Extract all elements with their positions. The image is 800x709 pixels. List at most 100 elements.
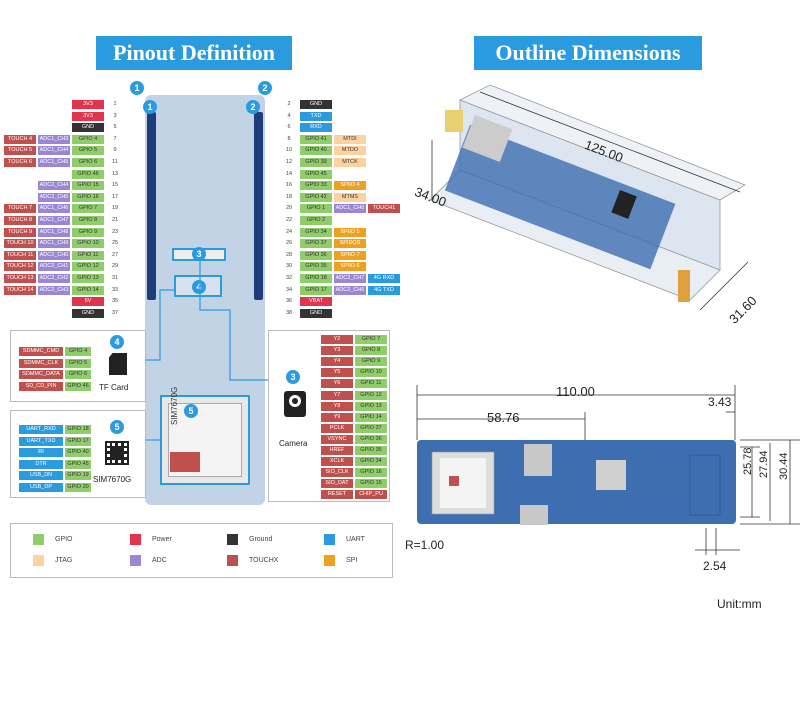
camera-pin-function: PCLK [321, 423, 353, 433]
pin-number: 35 [111, 298, 119, 305]
camera-icon [284, 391, 306, 417]
camera-pin-gpio: GPIO 12 [355, 390, 387, 400]
badge-4-board: 4 [192, 280, 206, 294]
camera-pin-function: RESET [321, 490, 353, 500]
badge-3-camera: 3 [286, 370, 300, 384]
right-pin-label: MTCK [334, 158, 366, 167]
sim-label: SIM7670G [93, 475, 132, 484]
left-pin-label: GPIO 10 [72, 239, 104, 249]
left-pin-label: TOUCH 6 [4, 158, 36, 167]
pin-number: 34 [285, 286, 293, 293]
pinout-title: Pinout Definition [96, 36, 292, 70]
camera-pin-function: Y6 [321, 379, 353, 389]
badge-5-sim: 5 [110, 420, 124, 434]
pin-number: 31 [111, 275, 119, 281]
camera-pin-function: SIO_CLK [321, 468, 353, 478]
right-pin-label: SPIDQS [334, 239, 366, 249]
right-pin-label: SPIIO 7 [334, 250, 366, 260]
left-pin-label: TOUCH 13 [4, 274, 36, 283]
right-pin-label: SPIIO 5 [334, 227, 366, 237]
right-header-pins [254, 112, 263, 300]
pin-number: 25 [111, 240, 119, 247]
badge-2-top: 2 [258, 81, 272, 95]
left-pin-label: TOUCH 8 [4, 216, 36, 225]
left-pin-label: ADC2_CH4 [38, 181, 70, 191]
camera-pin-gpio: GPIO 37 [355, 423, 387, 433]
right-pin-label: GPIO 35 [300, 262, 332, 272]
left-pin-label: GPIO 46 [72, 169, 104, 179]
sim-pin-function: USB_DP [19, 482, 63, 492]
tf-pin-gpio: GPIO 6 [65, 370, 91, 379]
right-pin-label: GPIO 18 [300, 274, 332, 283]
pin-number: 3 [113, 112, 117, 119]
legend-item: Power [130, 534, 172, 545]
legend-item: SPI [324, 555, 357, 566]
left-pin-label: TOUCH 5 [4, 146, 36, 156]
left-pin-label: GPIO 5 [72, 146, 104, 156]
camera-pin-function: Y5 [321, 368, 353, 378]
camera-pin-gpio: GPIO 34 [355, 457, 387, 467]
camera-pin-function: Y7 [321, 390, 353, 400]
left-pin-label: TOUCH 12 [4, 262, 36, 272]
pin-number: 4 [287, 112, 291, 119]
sim-pin-function: RI [19, 448, 63, 457]
camera-pin-function: XCLK [321, 457, 353, 467]
dim-length-125: 125.00 [582, 137, 626, 166]
camera-pin-function: VSYNC [321, 434, 353, 444]
right-pin-label: GPIO 42 [300, 192, 332, 202]
legend-label: JTAG [55, 557, 73, 564]
right-pin-label: VBAT [300, 297, 332, 307]
right-pin-label: GPIO 34 [300, 227, 332, 237]
pin-number: 7 [113, 135, 117, 142]
dim-radius: R=1.00 [405, 538, 445, 552]
dim-height-27-94: 27.94 [758, 450, 770, 478]
left-pin-label: TOUCH 7 [4, 204, 36, 214]
left-pin-label: GPIO 7 [72, 204, 104, 214]
right-pin-label: TXD [300, 111, 332, 121]
left-pin-label: ADC2_CH3 [38, 285, 70, 295]
dim-height-25-78: 25.78 [742, 447, 754, 475]
legend-label: UART [346, 536, 365, 543]
dim-width-110: 110.00 [556, 384, 595, 399]
pin-number: 15 [111, 182, 119, 189]
legend-label: Power [152, 536, 172, 543]
tf-pin-function: SDMMC_CLK [19, 358, 63, 368]
badge-1-top: 1 [130, 81, 144, 95]
sim-pin-gpio: GPIO 45 [65, 459, 91, 469]
left-pin-label: 3V3 [72, 111, 104, 121]
pin-number: 24 [285, 228, 293, 235]
tf-pin-gpio: GPIO 5 [65, 358, 91, 368]
legend-item: GPIO [33, 534, 73, 545]
right-pin-label: GND [300, 308, 332, 318]
legend-label: ADC [152, 557, 167, 564]
sim-pin-function: UART_TXD [19, 436, 63, 446]
pin-number: 1 [113, 101, 117, 107]
pin-number: 26 [285, 240, 293, 247]
right-pin-label: SPIIO 6 [334, 262, 366, 272]
dim-pitch-2-54: 2.54 [703, 559, 727, 573]
right-pin-label: GND [300, 100, 332, 109]
tf-pin-function: SDMMC_CMD [19, 347, 63, 356]
sim-pin-gpio: GPIO 18 [65, 425, 91, 434]
pin-number: 19 [111, 205, 119, 212]
left-pin-label: GND [72, 308, 104, 318]
tf-pin-function: SD_CD_PIN [19, 381, 63, 391]
left-pin-label: ADC1_CH5 [38, 158, 70, 167]
left-pin-label: ADC1_CH6 [38, 204, 70, 214]
camera-pin-gpio: GPIO 13 [355, 401, 387, 411]
left-pin-label: GPIO 8 [72, 216, 104, 225]
right-pin-label: GPIO 2 [300, 216, 332, 225]
pin-number: 22 [285, 217, 293, 223]
camera-pin-gpio: GPIO 16 [355, 468, 387, 478]
pin-number: 5 [113, 124, 117, 131]
left-pin-label: TOUCH 4 [4, 134, 36, 144]
right-pin-label: GPIO 37 [300, 239, 332, 249]
camera-pin-gpio: GPIO 11 [355, 379, 387, 389]
left-pin-label: ADC1_CH3 [38, 134, 70, 144]
pin-number: 9 [113, 147, 117, 154]
legend-item: ADC [130, 555, 167, 566]
legend-label: GPIO [55, 536, 73, 543]
legend-swatch [227, 555, 238, 566]
right-pin-label: GPIO 45 [300, 169, 332, 179]
